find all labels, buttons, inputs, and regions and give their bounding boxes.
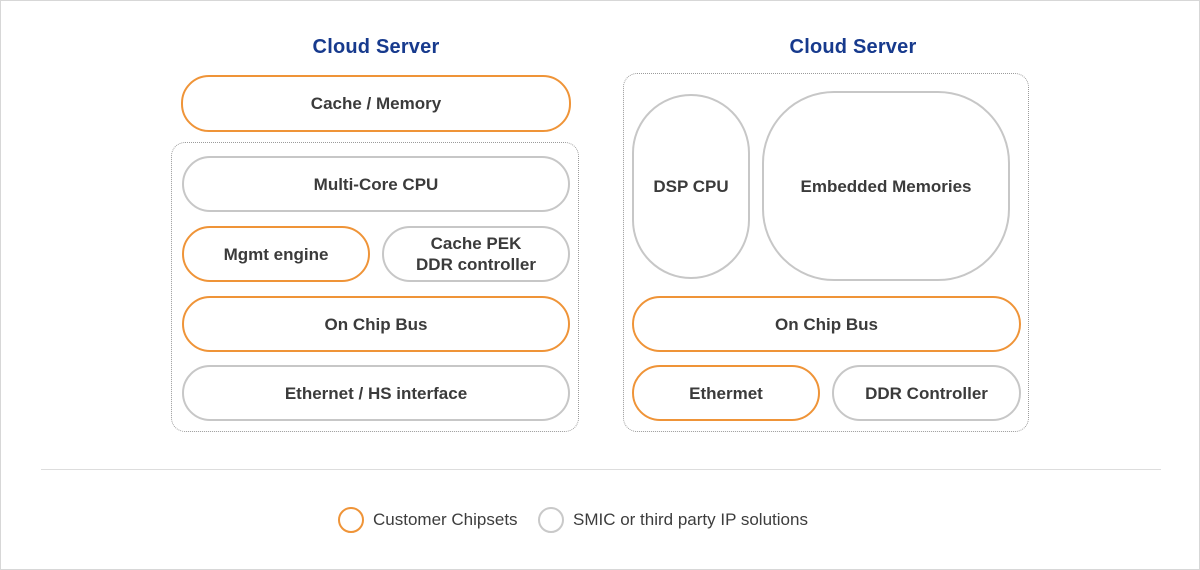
- legend-label: Customer Chipsets: [373, 510, 518, 529]
- block-label: Cache / Memory: [310, 94, 442, 113]
- block-label: DSP CPU: [653, 177, 729, 196]
- legend-item-customer-chipsets: Customer Chipsets: [338, 507, 518, 533]
- customer-chipsets-ring-icon: [338, 507, 364, 533]
- block-label: On Chip Bus: [775, 314, 878, 334]
- block-on-chip-bus-left: On Chip Bus: [182, 296, 570, 352]
- block-label: Ethernet / HS interface: [284, 383, 468, 403]
- smic-third-party-ring-icon: [538, 507, 564, 533]
- block-label: On Chip Bus: [324, 314, 428, 334]
- right-server-title: Cloud Server: [789, 36, 917, 58]
- right-server-chip-boundary: [623, 73, 1029, 432]
- block-ethernet-hs-interface: Ethernet / HS interface: [182, 365, 570, 421]
- block-label: DDR Controller: [865, 383, 988, 403]
- block-mgmt-engine: Mgmt engine: [182, 226, 370, 282]
- block-ddr-controller: DDR Controller: [832, 365, 1021, 421]
- legend-item-smic-third-party: SMIC or third party IP solutions: [538, 507, 808, 533]
- block-on-chip-bus-right: On Chip Bus: [632, 296, 1021, 352]
- block-label: Ethermet: [689, 383, 763, 403]
- block-label-line2: DDR controller: [416, 255, 536, 274]
- block-dsp-cpu: DSP CPU: [632, 94, 750, 279]
- legend-divider: [41, 469, 1161, 470]
- block-cache-memory: Cache / Memory: [181, 75, 571, 132]
- block-embedded-memories: Embedded Memories: [762, 91, 1010, 281]
- block-label: Embedded Memories: [800, 176, 972, 196]
- left-server-title: Cloud Server: [312, 36, 440, 58]
- block-cache-pek-ddr-controller: Cache PEK DDR controller: [382, 226, 570, 282]
- legend-label: SMIC or third party IP solutions: [573, 510, 808, 529]
- block-label: Multi-Core CPU: [313, 174, 439, 194]
- block-label-line1: Cache PEK: [430, 234, 522, 253]
- block-label: Mgmt engine: [223, 244, 329, 264]
- block-ethermet: Ethermet: [632, 365, 820, 421]
- block-multi-core-cpu: Multi-Core CPU: [182, 156, 570, 212]
- left-server-chip-boundary: [171, 142, 579, 432]
